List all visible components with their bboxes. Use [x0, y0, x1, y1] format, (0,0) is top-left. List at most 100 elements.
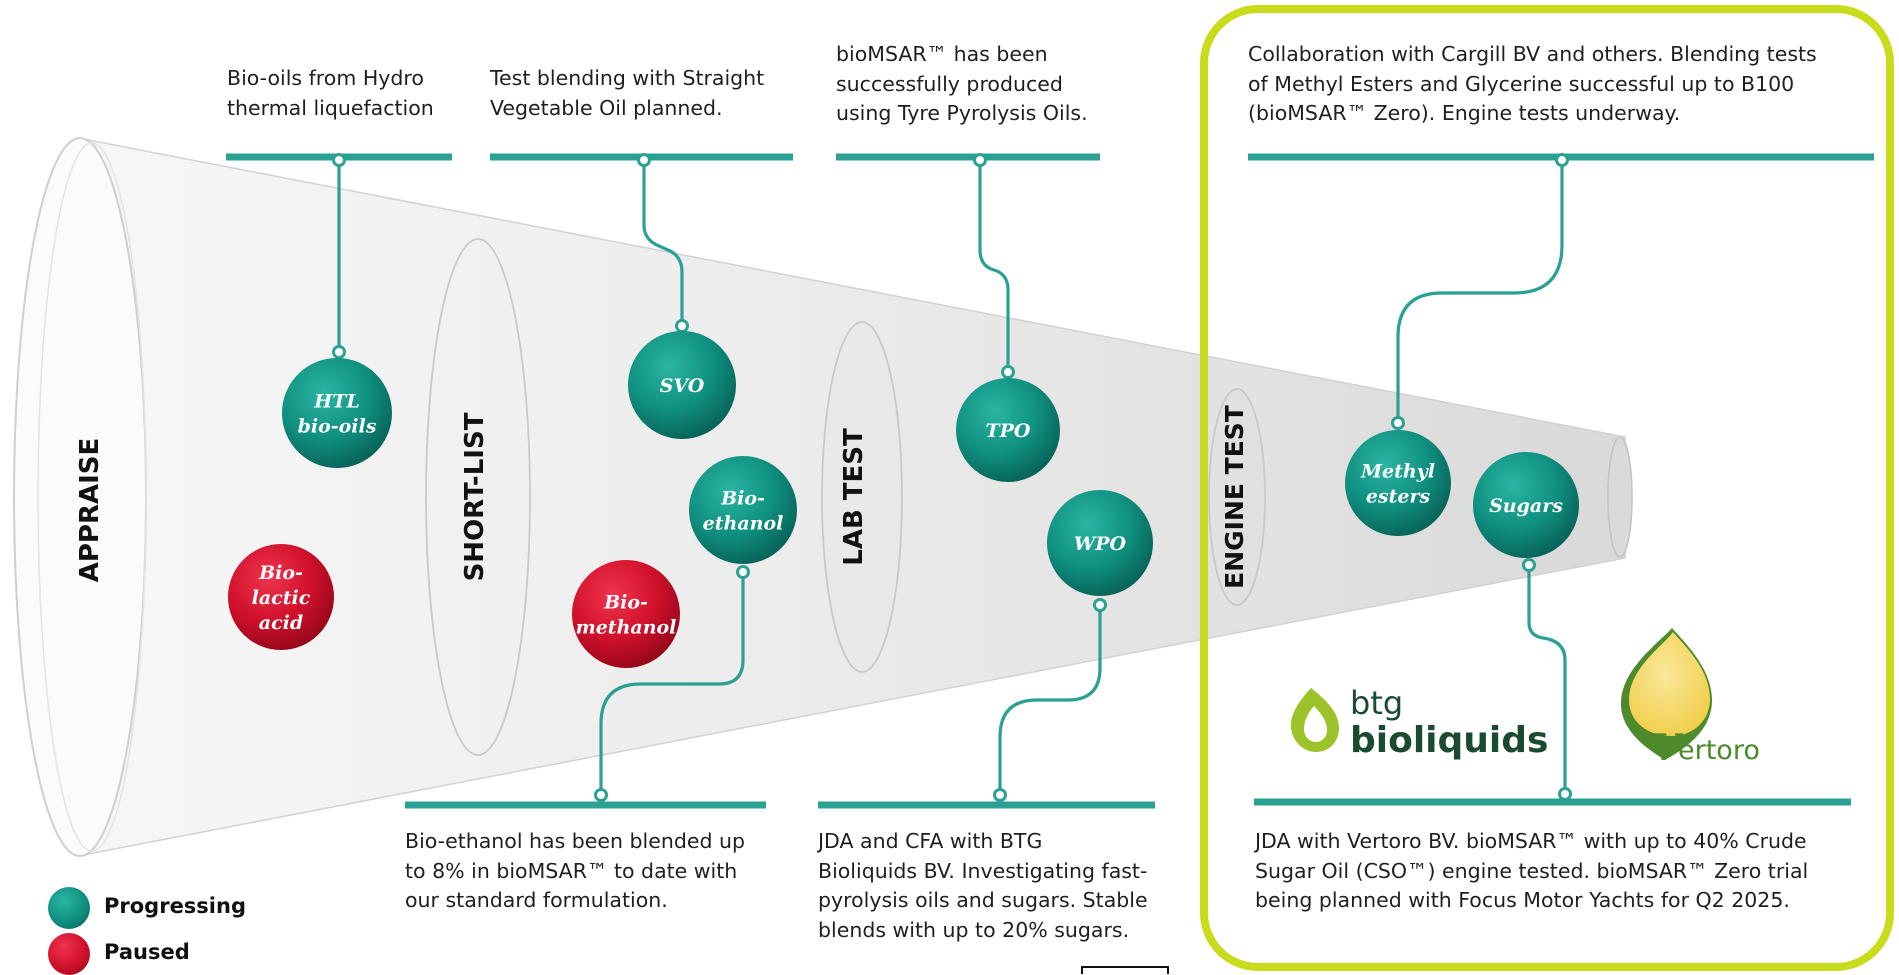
annotation-wpo: JDA and CFA with BTG Bioliquids BV. Inves… [818, 827, 1148, 945]
connector-markers [332, 153, 1572, 802]
node-bioethanol: Bio-ethanol [689, 456, 797, 564]
annotation-bioethanol: Bio-ethanol has been blended up to 8% in … [405, 827, 745, 916]
node-label: TPO [986, 420, 1031, 442]
funnel-mouth-inner [37, 142, 147, 852]
node-label: ethanol [703, 513, 784, 535]
legend-progressing-swatch [48, 887, 90, 929]
annotation-line: Bioliquids BV. Investigating fast- [818, 858, 1148, 883]
connector-methyl [1396, 160, 1564, 423]
node-sphere-progressing [1047, 490, 1153, 596]
connectors [337, 160, 1567, 795]
node-label: esters [1366, 486, 1431, 508]
node-sphere-progressing [628, 331, 736, 439]
node-sphere-progressing [282, 358, 392, 468]
connector-wpo [998, 605, 1102, 795]
node-label: bio-oils [298, 416, 377, 438]
node-label: WPO [1074, 533, 1127, 555]
node-sphere-progressing [689, 456, 797, 564]
annotation-line: Test blending with Straight [490, 66, 765, 90]
btg-leaf-icon [1290, 688, 1339, 752]
vertoro-drop-icon [1629, 632, 1710, 736]
node-label: lactic [252, 587, 311, 609]
legend-paused-swatch [48, 933, 90, 975]
btg-logo-large-text: bioliquids [1350, 720, 1548, 761]
node-biomethanol: Bio-methanol [572, 560, 680, 668]
node-label: methanol [576, 617, 677, 639]
connector-sugars [1527, 565, 1567, 794]
legend-progressing-label: Progressing [104, 894, 246, 918]
funnel [13, 137, 1633, 857]
annotation-line: (bioMSAR™ Zero). Engine tests underway. [1248, 101, 1681, 125]
annotation-line: pyrolysis oils and sugars. Stable [818, 888, 1148, 912]
connector-tpo [978, 160, 1010, 372]
node-sphere-progressing [1473, 452, 1579, 558]
node-sphere-paused [228, 544, 334, 650]
node-label: Sugars [1489, 495, 1563, 517]
annotation-line: blends with up to 20% sugars. [818, 917, 1130, 942]
stage-label-engine-test: ENGINE TEST [1220, 405, 1249, 589]
stage-label-appraise: APPRAISE [75, 438, 105, 583]
node-sugars: Sugars [1473, 452, 1579, 558]
btg-logo-small-text: btg [1350, 684, 1403, 722]
node-label: acid [259, 612, 303, 634]
legend-paused-label: Paused [104, 940, 190, 964]
annotation-line: Bio-ethanol has been blended up [405, 829, 746, 853]
marker-sugars-top [1522, 558, 1536, 572]
marker-htl-top [332, 153, 346, 167]
annotation-line: Vegetable Oil planned. [490, 95, 723, 120]
marker-tpo-bottom [1001, 365, 1015, 379]
node-label: SVO [660, 375, 705, 397]
corner-box-fragment [1081, 966, 1169, 974]
marker-bioethanol-top [736, 565, 750, 579]
vertoro-v-letter: V [1652, 727, 1683, 769]
btg-bioliquids-logo: btg bioliquids [1290, 684, 1548, 761]
node-label: Bio- [258, 562, 303, 584]
stage-divider-2 [821, 321, 903, 673]
marker-svo-bottom [675, 319, 689, 333]
node-svo: SVO [628, 331, 736, 439]
annotation-methyl-esters: Collaboration with Cargill BV and others… [1248, 40, 1817, 129]
stage-label-short-list: SHORT-LIST [460, 412, 490, 581]
vertoro-logo-text: ertoro [1678, 735, 1760, 766]
annotation-line: bioMSAR™ has been [836, 42, 1048, 66]
annotation-line: using Tyre Pyrolysis Oils. [836, 101, 1088, 125]
marker-tpo-top [973, 153, 987, 167]
annotation-line: Bio-oils from Hydro [227, 66, 424, 90]
annotation-line: JDA and CFA with BTG [818, 829, 1043, 853]
stage-divider-1 [425, 238, 531, 756]
annotation-line: being planned with Focus Motor Yachts fo… [1255, 888, 1790, 912]
marker-methyl-top [1555, 153, 1569, 167]
annotation-line: to 8% in bioMSAR™ to date with [405, 858, 738, 883]
node-sphere-progressing [1345, 430, 1451, 536]
marker-bioethanol-bottom [594, 788, 608, 802]
engine-test-highlight-frame [1200, 5, 1894, 971]
annotation-line: Sugar Oil (CSO™) engine tested. bioMSAR™… [1255, 858, 1809, 883]
node-wpo: WPO [1047, 490, 1153, 596]
marker-wpo-bottom [993, 788, 1007, 802]
node-label: Bio- [720, 488, 765, 510]
marker-htl-bottom [332, 345, 346, 359]
connector-bioethanol [599, 572, 745, 795]
funnel-end [1607, 436, 1633, 558]
node-sphere-progressing [956, 378, 1060, 482]
annotation-line: of Methyl Esters and Glycerine successfu… [1248, 71, 1795, 96]
node-sphere-paused [572, 560, 680, 668]
stage-divider-3 [1208, 388, 1266, 606]
node-label: Methyl [1360, 461, 1435, 483]
connector-svo [642, 160, 684, 326]
annotation-line: our standard formulation. [405, 888, 668, 912]
stage-label-lab-test: LAB TEST [839, 428, 869, 566]
marker-sugars-bottom [1558, 787, 1572, 801]
node-label: Bio- [603, 592, 648, 614]
marker-wpo-top [1093, 598, 1107, 612]
node-biolactic: Bio-lactic acid [228, 544, 334, 650]
node-methyl: Methyl esters [1345, 430, 1451, 536]
annotation-line: Collaboration with Cargill BV and others… [1248, 42, 1817, 66]
marker-methyl-bottom [1391, 416, 1405, 430]
